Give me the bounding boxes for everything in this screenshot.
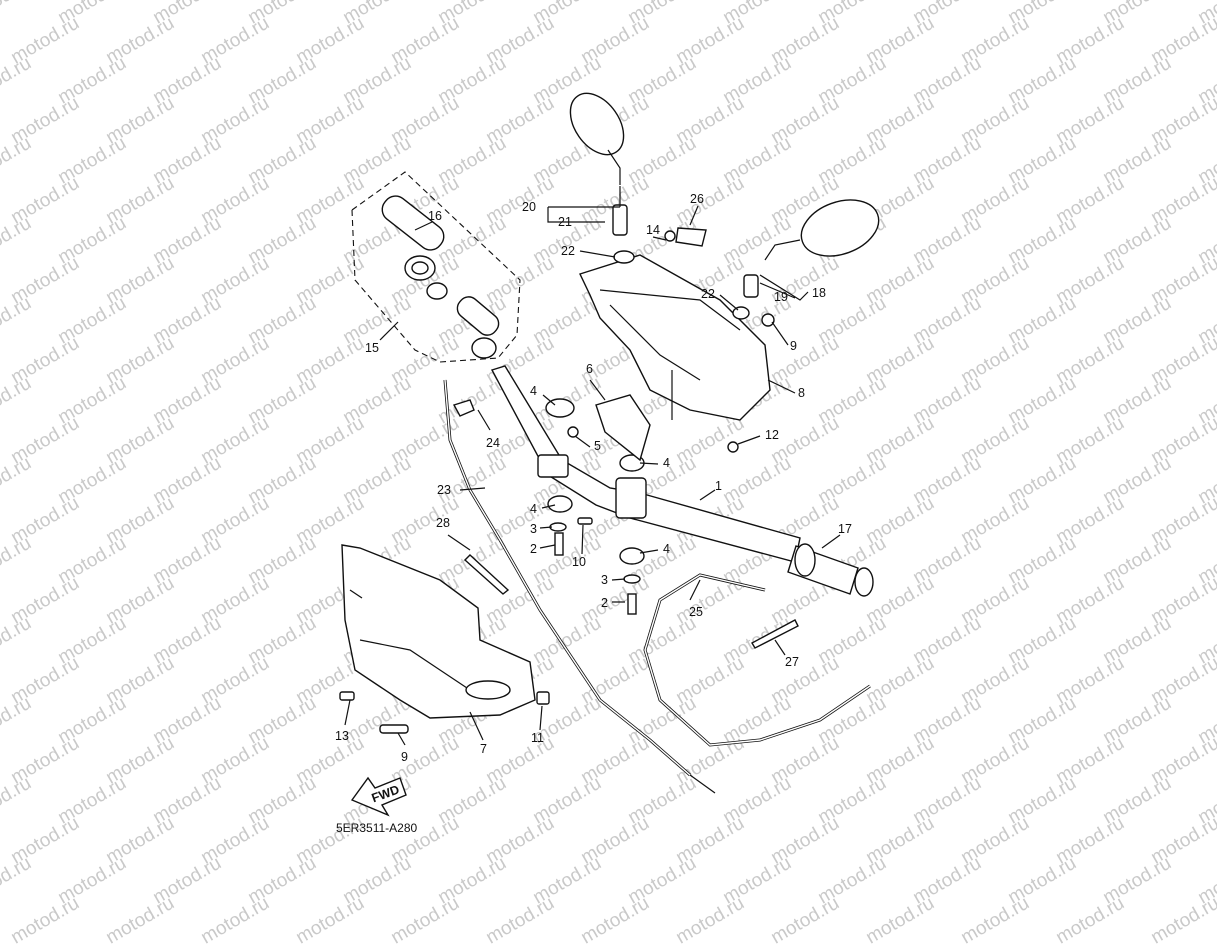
fwd-arrow: FWD — [350, 776, 407, 817]
callout-14: 14 — [646, 223, 660, 237]
diagram-code: 5ER3511-A280 — [336, 821, 418, 835]
callout-23: 23 — [437, 483, 451, 497]
callout-28: 28 — [436, 516, 450, 530]
callout-15: 15 — [365, 341, 379, 355]
callout-19: 19 — [774, 290, 788, 304]
callout-3a: 3 — [530, 522, 537, 536]
callout-25: 25 — [689, 605, 703, 619]
callout-24: 24 — [486, 436, 500, 450]
callout-5: 5 — [594, 439, 601, 453]
callout-16: 16 — [428, 209, 442, 223]
handlebar-cover-lower — [341, 544, 536, 719]
callout-22a: 22 — [561, 244, 575, 258]
callout-10: 10 — [572, 555, 586, 569]
callout-4c: 4 — [530, 502, 537, 516]
left-mirror — [569, 92, 635, 264]
callouts: 1 2 2 3 3 4 4 4 4 5 6 7 8 9 9 10 11 12 1… — [335, 192, 852, 764]
callout-18: 18 — [812, 286, 826, 300]
small-fasteners — [339, 227, 775, 734]
callout-13: 13 — [335, 729, 349, 743]
callout-17: 17 — [838, 522, 852, 536]
throttle-cable — [443, 379, 716, 794]
callout-4a: 4 — [530, 384, 537, 398]
cable-ties — [463, 554, 799, 649]
diagram-drawing: FWD 1 2 2 3 3 4 4 4 4 5 6 7 8 9 9 10 11 … — [335, 92, 880, 817]
brake-cable — [643, 573, 871, 747]
callout-9b: 9 — [401, 750, 408, 764]
callout-12: 12 — [765, 428, 779, 442]
callout-20: 20 — [522, 200, 536, 214]
callout-21: 21 — [558, 215, 572, 229]
callout-26: 26 — [690, 192, 704, 206]
callout-9a: 9 — [790, 339, 797, 353]
handlebar — [490, 365, 801, 563]
callout-8: 8 — [798, 386, 805, 400]
right-grip — [787, 543, 874, 597]
callout-11: 11 — [531, 731, 544, 745]
callout-3b: 3 — [601, 573, 608, 587]
callout-27: 27 — [785, 655, 799, 669]
callout-2a: 2 — [530, 542, 537, 556]
callout-1: 1 — [715, 479, 722, 493]
callout-6: 6 — [586, 362, 593, 376]
callout-2b: 2 — [601, 596, 608, 610]
handlebar-cover-upper — [579, 254, 771, 462]
callout-4b: 4 — [663, 456, 670, 470]
right-mirror — [732, 199, 880, 320]
callout-4d: 4 — [663, 542, 670, 556]
callout-22b: 22 — [701, 287, 715, 301]
leader-lines — [344, 186, 841, 746]
grip-kit-group — [351, 171, 521, 363]
callout-7: 7 — [480, 742, 487, 756]
